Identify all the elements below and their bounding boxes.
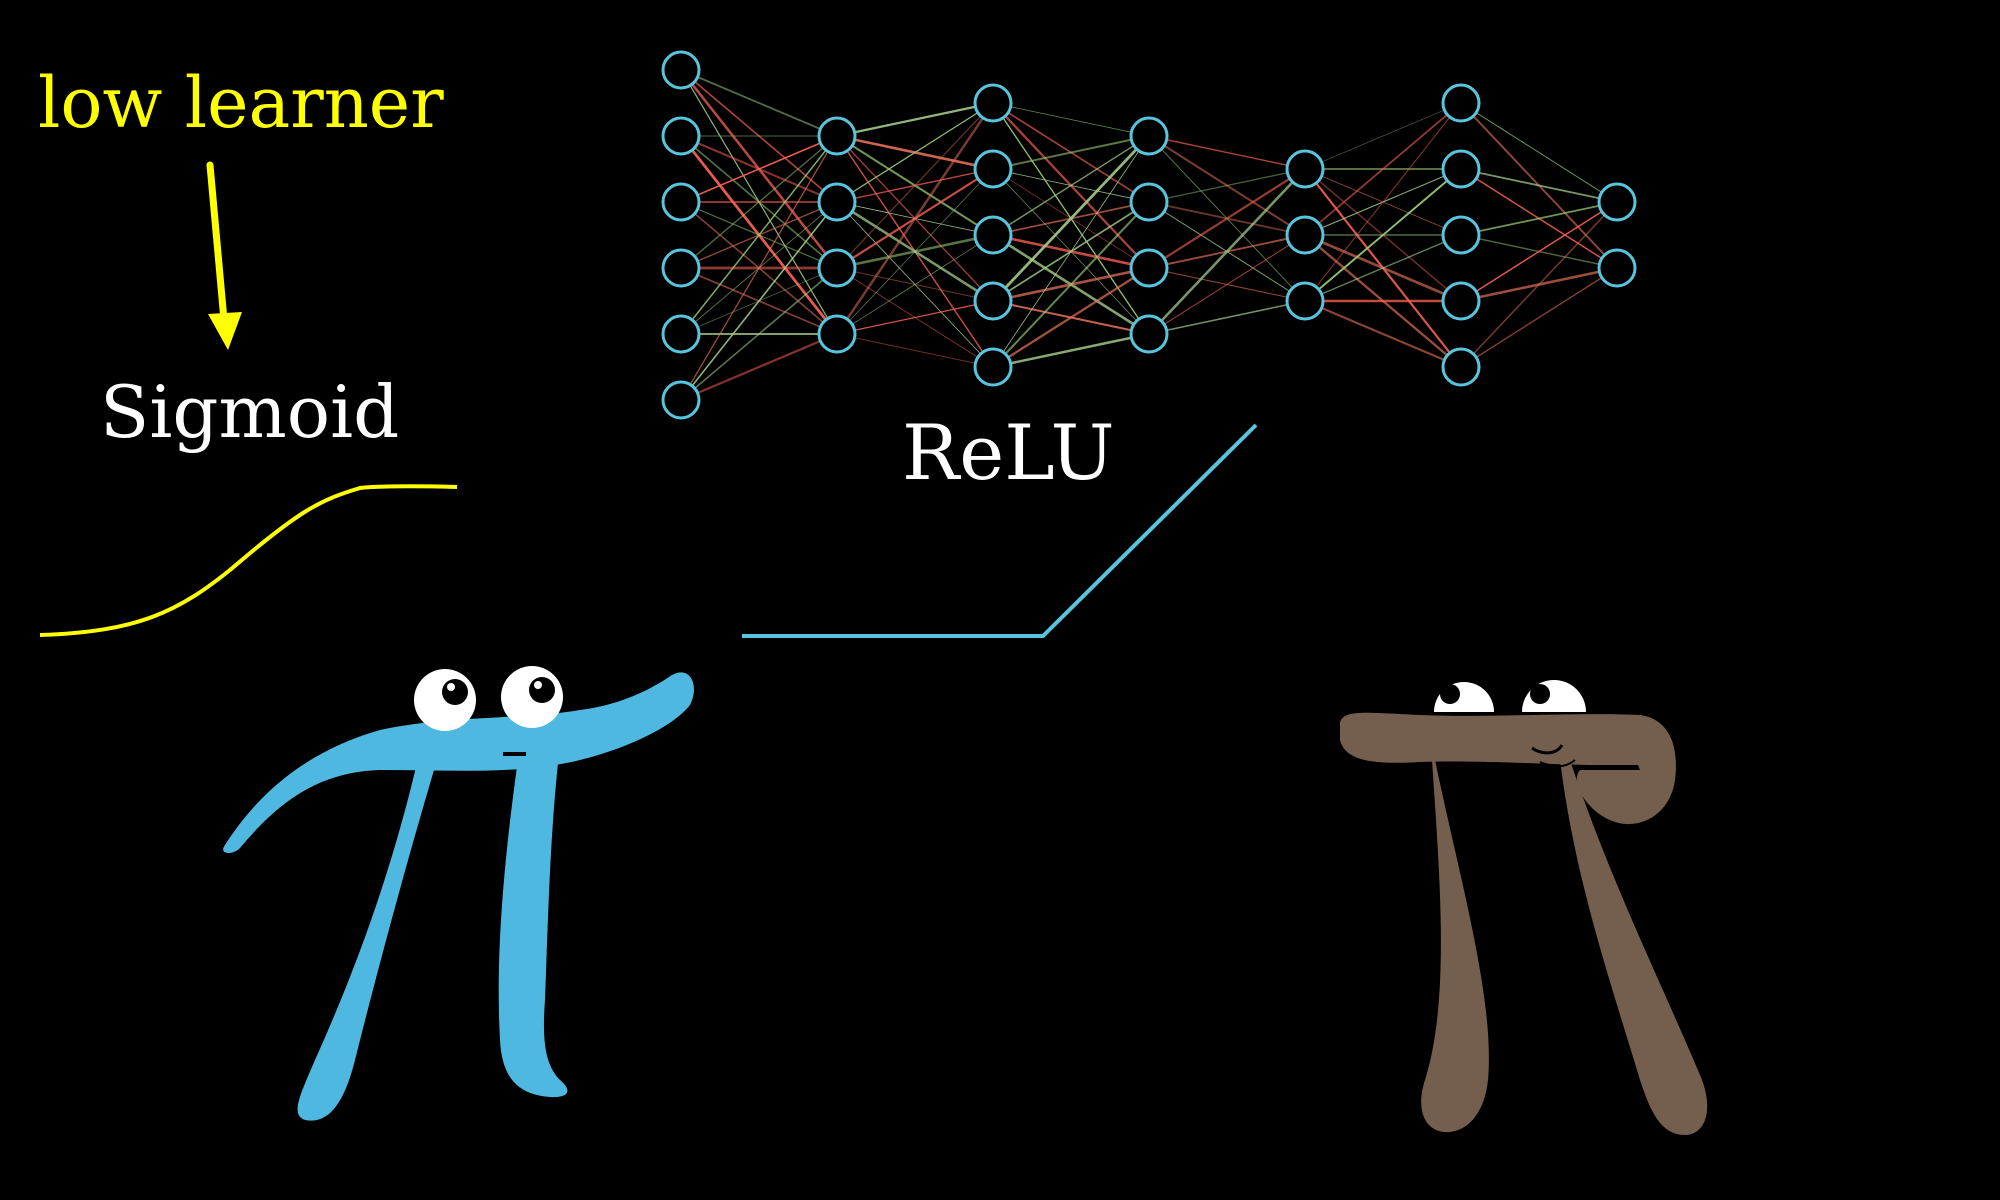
network-edge — [836, 102, 994, 269]
network-edge — [680, 135, 838, 335]
network-edge — [836, 102, 994, 203]
network-node — [1129, 248, 1169, 288]
brown-pi-bar — [1340, 712, 1676, 825]
network-edge — [1148, 300, 1306, 335]
network-node — [1129, 182, 1169, 222]
network-node — [661, 380, 701, 420]
network-edge — [680, 332, 838, 402]
network-edge — [1304, 168, 1462, 302]
arrow-down-icon — [206, 161, 242, 350]
network-edge — [992, 135, 1150, 302]
network-edges — [679, 69, 1618, 402]
network-node — [817, 116, 857, 156]
network-node — [1441, 347, 1481, 387]
network-node — [1441, 215, 1481, 255]
network-edge — [1460, 201, 1618, 236]
brown-pi-mouth — [1531, 744, 1564, 755]
network-node — [661, 182, 701, 222]
network-nodes — [661, 50, 1637, 420]
blue-pi-bar — [223, 672, 694, 854]
slow-learner-label: low learner — [38, 62, 444, 144]
blue-pi-creature — [223, 666, 694, 1121]
network-node — [661, 50, 701, 90]
network-edge — [992, 135, 1150, 170]
network-node — [1597, 182, 1637, 222]
network-edge — [1460, 201, 1618, 302]
network-edge — [836, 333, 994, 368]
network-edge — [1460, 201, 1618, 368]
network-node — [1129, 116, 1169, 156]
brown-pi-creature — [1340, 680, 1708, 1135]
network-edge — [992, 267, 1150, 368]
brown-pi-leg-right — [1560, 760, 1708, 1135]
network-edge — [1460, 168, 1618, 203]
blue-pi-eyes — [414, 666, 563, 731]
brown-pi-leg-left — [1421, 760, 1489, 1133]
network-node — [1285, 149, 1325, 189]
network-edge — [1304, 234, 1462, 302]
network-node — [973, 149, 1013, 189]
network-node — [973, 215, 1013, 255]
network-edge — [680, 267, 838, 401]
network-edge — [1304, 300, 1462, 368]
network-node — [1285, 281, 1325, 321]
network-node — [973, 347, 1013, 387]
network-node — [1441, 83, 1481, 123]
network-edge — [1460, 102, 1618, 203]
network-node — [1129, 314, 1169, 354]
network-edge — [1148, 168, 1306, 203]
network-edge — [1460, 267, 1618, 368]
network-edge — [680, 201, 838, 401]
network-node — [661, 248, 701, 288]
network-edge — [680, 135, 838, 401]
blue-pi-leg-right — [498, 745, 568, 1098]
network-node — [1285, 215, 1325, 255]
sigmoid-curve — [39, 484, 458, 637]
network-node — [1441, 149, 1481, 189]
network-node — [973, 281, 1013, 321]
network-edge — [1460, 266, 1618, 303]
network-node — [1597, 248, 1637, 288]
network-edge — [1148, 234, 1306, 335]
network-edge — [1304, 102, 1462, 302]
network-node — [817, 248, 857, 288]
network-edge — [1304, 102, 1462, 170]
network-edge — [836, 300, 994, 335]
network-edge — [992, 201, 1150, 368]
network-edge — [992, 102, 1150, 137]
network-edge — [992, 135, 1150, 368]
network-node — [973, 83, 1013, 123]
relu-label: ReLU — [902, 408, 1115, 497]
network-edge — [836, 168, 994, 203]
relu-graph — [742, 423, 1258, 638]
network-edge — [835, 102, 995, 335]
network-node — [661, 314, 701, 354]
network-edge — [836, 101, 994, 138]
network-edge — [1148, 168, 1306, 335]
network-edge — [680, 135, 838, 269]
network-node — [1441, 281, 1481, 321]
network-edge — [836, 234, 994, 335]
network-edge — [992, 332, 1150, 369]
network-edge — [1148, 135, 1306, 236]
network-edge — [1304, 102, 1462, 236]
network-edge — [680, 135, 838, 203]
brown-pi-eyes — [1434, 680, 1586, 712]
sigmoid-label: Sigmoid — [100, 370, 400, 454]
network-edge — [680, 69, 838, 137]
network-edge — [992, 135, 1150, 236]
blue-pi-leg-left — [297, 750, 440, 1121]
network-node — [661, 116, 701, 156]
network-node — [817, 182, 857, 222]
network-edge — [1148, 135, 1306, 170]
network-edge — [836, 168, 994, 335]
network-node — [817, 314, 857, 354]
network-edge — [1148, 168, 1306, 269]
